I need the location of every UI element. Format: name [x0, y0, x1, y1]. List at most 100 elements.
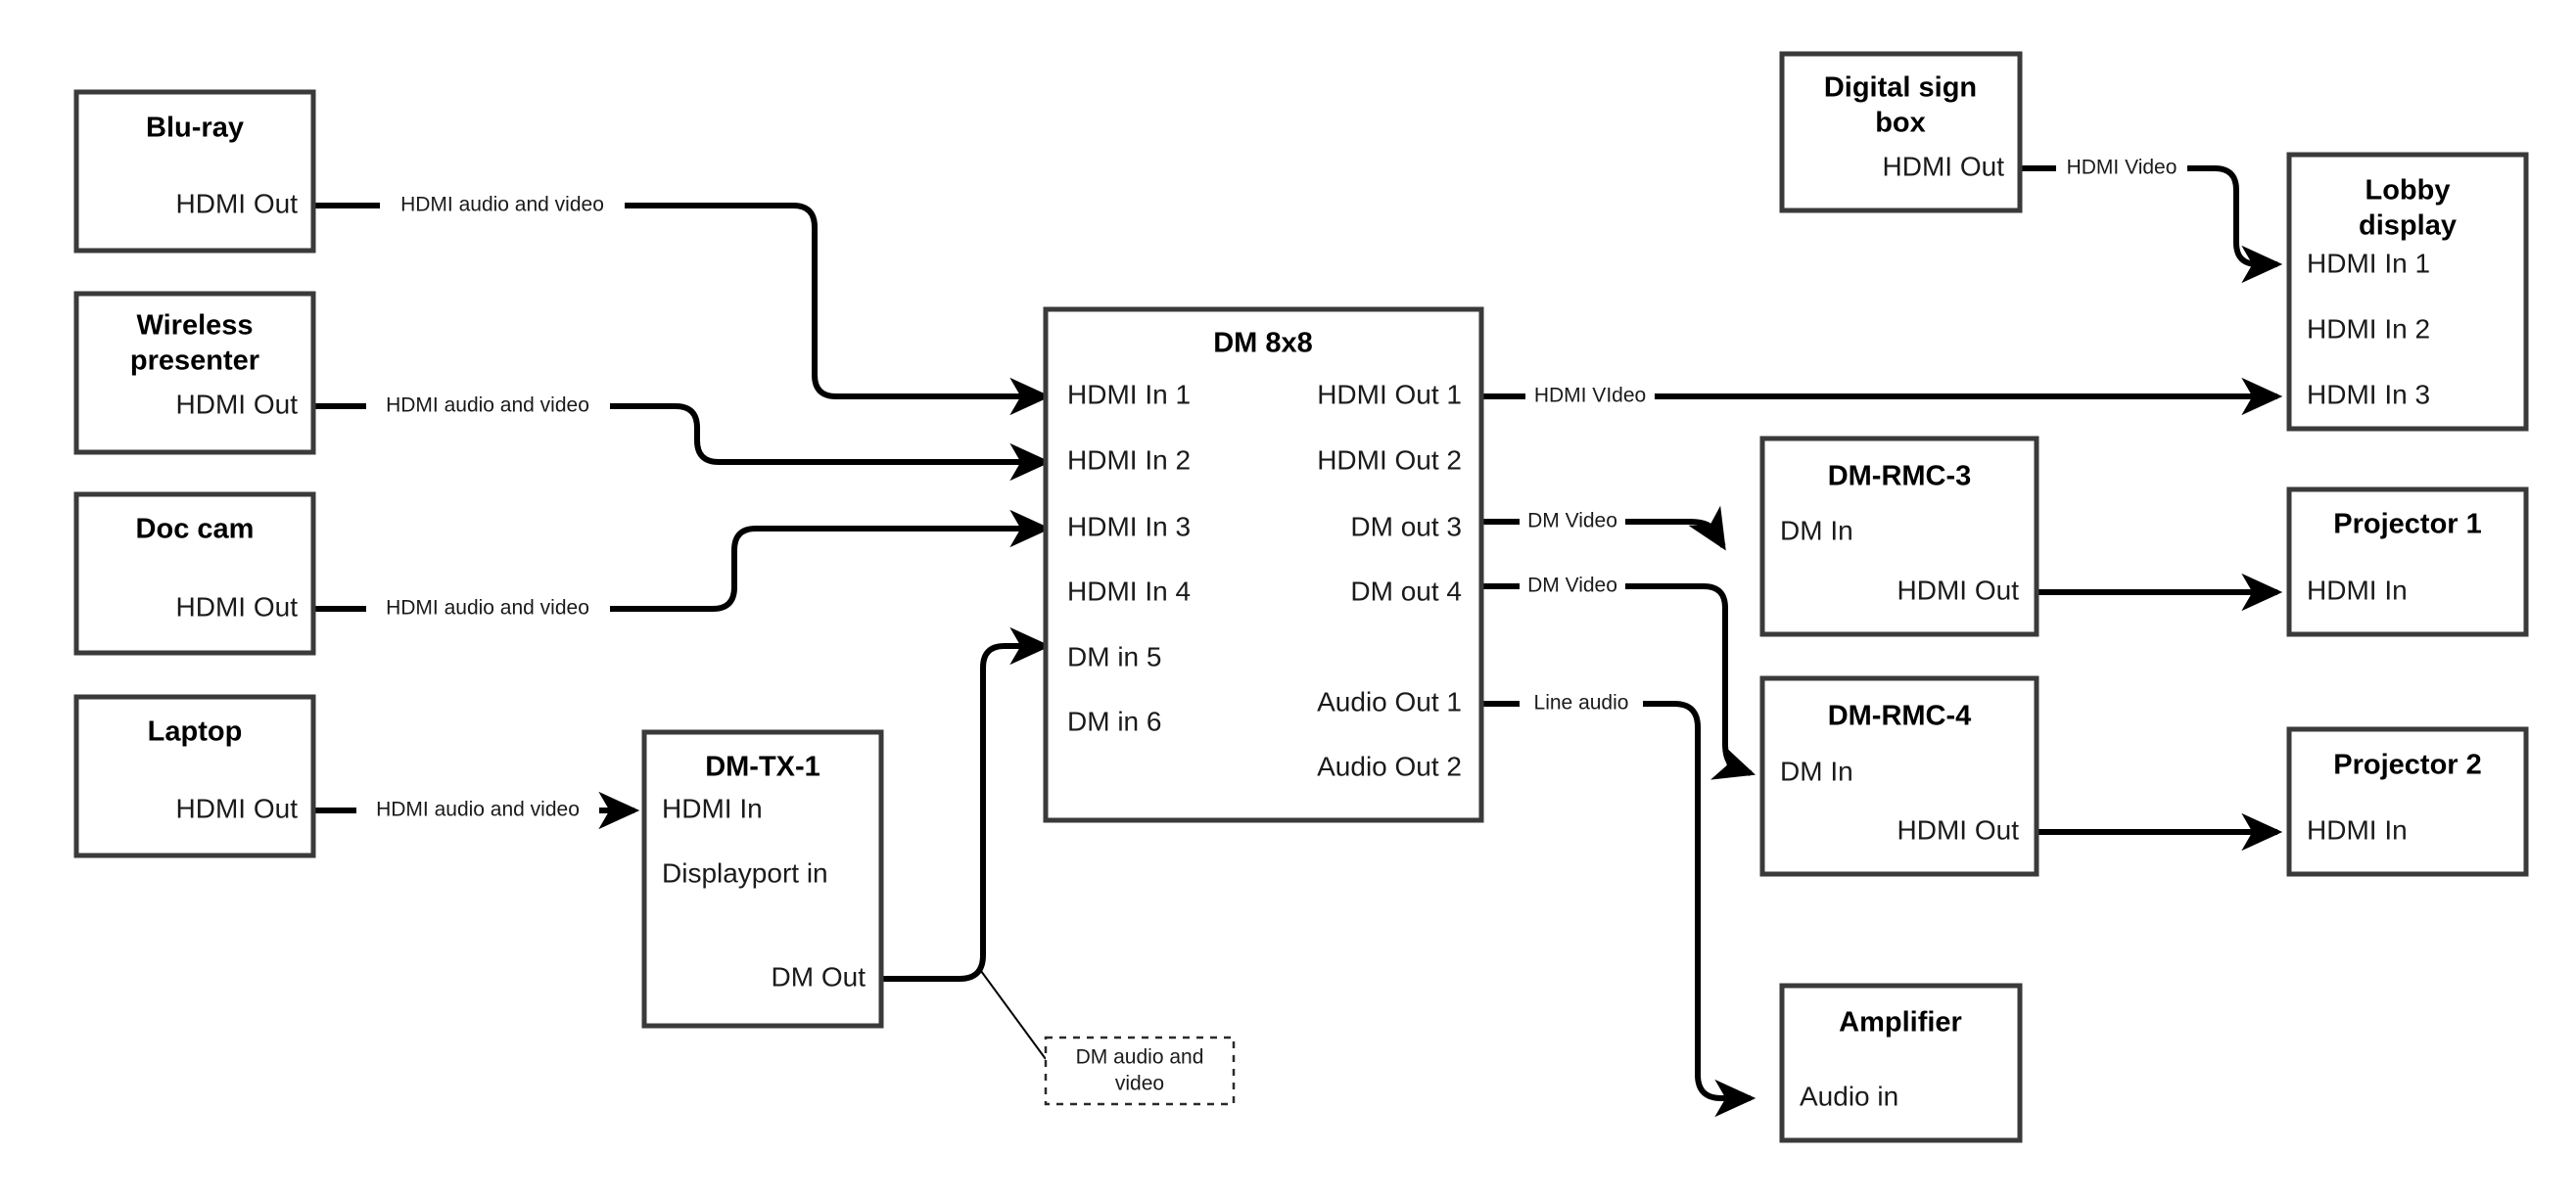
box-laptop[interactable]: Laptop HDMI Out — [73, 694, 316, 858]
connection-bluray-to-dm1: HDMI audio and video — [313, 194, 1052, 416]
box-doc-cam[interactable]: Doc cam HDMI Out — [73, 491, 316, 656]
port-lobby-display-hdmi-in-2: HDMI In 2 — [2307, 313, 2430, 344]
port-dm-8x8-hdmi-out-2: HDMI Out 2 — [1317, 444, 1462, 475]
note-dm-audio-and-video: DM audio and video — [1044, 1036, 1236, 1106]
box-digital-sign-box[interactable]: Digital sign box HDMI Out — [1779, 51, 2023, 213]
box-title-amplifier: Amplifier — [1839, 1007, 1962, 1039]
box-outline — [1779, 51, 2023, 213]
edge-label-doccam: HDMI audio and video — [386, 597, 589, 620]
box-outline — [1759, 436, 2039, 637]
box-blu-ray[interactable]: Blu-ray HDMI Out — [73, 89, 316, 254]
port-dm-tx-1-dm-out: DM Out — [772, 961, 866, 992]
box-outline — [1043, 306, 1484, 823]
port-dm-8x8-dm-out-3: DM out 3 — [1350, 511, 1462, 541]
port-dm-rmc-4-dm-in: DM In — [1780, 756, 1853, 786]
box-title-dm-tx-1: DM-TX-1 — [705, 752, 820, 783]
box-dm-tx-1[interactable]: DM-TX-1 HDMI In Displayport in DM Out — [641, 729, 884, 1029]
note-text-line2: video — [1115, 1073, 1164, 1095]
connection-audioout1-to-amp: Line audio — [1481, 692, 1756, 1118]
port-dm-8x8-dm-in-6: DM in 6 — [1067, 706, 1161, 736]
box-outline — [1779, 983, 2023, 1143]
port-lobby-display-hdmi-in-3: HDMI In 3 — [2307, 379, 2430, 409]
port-dm-tx-1-hdmi-in: HDMI In — [662, 793, 763, 823]
connection-dmout4-to-rmc4: DM Video — [1481, 575, 1756, 780]
edge-label-hdmi-video-sign: HDMI Video — [2067, 157, 2178, 179]
box-projector-2[interactable]: Projector 2 HDMI In — [2286, 726, 2529, 877]
port-dm-8x8-hdmi-in-1: HDMI In 1 — [1067, 379, 1191, 409]
box-title-projector-1: Projector 1 — [2333, 509, 2482, 540]
box-title-lobby-display-line2: display — [2359, 210, 2457, 242]
port-projector-2-hdmi-in: HDMI In — [2307, 814, 2408, 845]
wire-segment — [881, 626, 1052, 982]
box-outline — [73, 89, 316, 254]
box-title-projector-2: Projector 2 — [2333, 750, 2482, 781]
edge-label-bluray: HDMI audio and video — [400, 194, 604, 216]
port-dm-8x8-hdmi-in-3: HDMI In 3 — [1067, 511, 1191, 541]
box-dm-rmc-4[interactable]: DM-RMC-4 DM In HDMI Out — [1759, 675, 2039, 877]
box-outline — [73, 291, 316, 455]
wire-segment — [1643, 701, 1756, 1118]
box-outline — [73, 694, 316, 858]
connection-laptop-to-tx: HDMI audio and video — [313, 791, 640, 830]
wire-segment — [610, 403, 1052, 482]
box-outline — [73, 491, 316, 656]
edge-label-dm-video-3: DM Video — [1527, 510, 1617, 532]
port-dm-tx-1-displayport-in: Displayport in — [662, 857, 828, 888]
box-title-laptop: Laptop — [148, 716, 243, 748]
wire-segment — [1625, 505, 1726, 551]
port-projector-1-hdmi-in: HDMI In — [2307, 575, 2408, 605]
port-amplifier-audio-in: Audio in — [1800, 1081, 1898, 1111]
port-dm-8x8-audio-out-1: Audio Out 1 — [1317, 686, 1462, 716]
box-wireless-presenter[interactable]: Wireless presenter HDMI Out — [73, 291, 316, 455]
box-title-dm-8x8: DM 8x8 — [1213, 328, 1313, 359]
port-dm-rmc-3-hdmi-out: HDMI Out — [1897, 575, 2020, 605]
box-title-wireless-presenter-line2: presenter — [130, 346, 259, 377]
port-dm-8x8-dm-in-5: DM in 5 — [1067, 641, 1161, 671]
box-amplifier[interactable]: Amplifier Audio in — [1779, 983, 2023, 1143]
box-outline — [1759, 675, 2039, 877]
wire-segment — [625, 203, 1052, 416]
port-dm-8x8-dm-out-4: DM out 4 — [1350, 576, 1462, 606]
box-title-wireless-presenter-line1: Wireless — [136, 310, 253, 342]
box-outline — [2286, 486, 2529, 637]
port-digital-sign-box-hdmi-out: HDMI Out — [1883, 151, 2005, 181]
note-leader-line — [980, 970, 1047, 1060]
note-text-line1: DM audio and — [1076, 1046, 1204, 1069]
box-lobby-display[interactable]: Lobby display HDMI In 1 HDMI In 2 HDMI I… — [2286, 152, 2529, 432]
box-title-doc-cam: Doc cam — [136, 514, 255, 545]
box-outline — [641, 729, 884, 1029]
port-dm-rmc-3-dm-in: DM In — [1780, 515, 1853, 545]
wire-segment — [1625, 583, 1756, 780]
wire-segment — [2187, 165, 2283, 284]
box-title-blu-ray: Blu-ray — [146, 113, 244, 144]
port-dm-rmc-4-hdmi-out: HDMI Out — [1897, 814, 2020, 845]
port-dm-8x8-hdmi-out-1: HDMI Out 1 — [1317, 379, 1462, 409]
edge-label-laptop: HDMI audio and video — [376, 799, 580, 821]
edge-label-dm-video-4: DM Video — [1527, 575, 1617, 597]
note-outline — [1044, 1036, 1236, 1106]
box-projector-1[interactable]: Projector 1 HDMI In — [2286, 486, 2529, 637]
box-dm-8x8[interactable]: DM 8x8 HDMI In 1 HDMI In 2 HDMI In 3 HDM… — [1043, 306, 1484, 823]
wire-segment — [610, 509, 1052, 612]
port-dm-8x8-hdmi-in-2: HDMI In 2 — [1067, 444, 1191, 475]
port-dm-8x8-audio-out-2: Audio Out 2 — [1317, 751, 1462, 781]
port-blu-ray-hdmi-out: HDMI Out — [176, 188, 299, 218]
box-outline — [2286, 726, 2529, 877]
box-title-digital-sign-box-line1: Digital sign — [1824, 72, 1977, 104]
connection-dmout3-to-rmc3: DM Video — [1481, 505, 1726, 551]
port-doc-cam-hdmi-out: HDMI Out — [176, 591, 299, 622]
box-title-lobby-display-line1: Lobby — [2365, 175, 2451, 207]
box-dm-rmc-3[interactable]: DM-RMC-3 DM In HDMI Out — [1759, 436, 2039, 637]
connection-doccam-to-dm3: HDMI audio and video — [313, 509, 1052, 620]
port-lobby-display-hdmi-in-1: HDMI In 1 — [2307, 248, 2430, 278]
edge-label-hdmi-video-out1: HDMI VIdeo — [1534, 385, 1646, 407]
box-title-digital-sign-box-line2: box — [1875, 108, 1926, 139]
port-laptop-hdmi-out: HDMI Out — [176, 793, 299, 823]
connection-tx-to-dm5 — [881, 626, 1052, 1060]
port-wireless-presenter-hdmi-out: HDMI Out — [176, 389, 299, 419]
connection-sign-to-lobby1: HDMI Video — [2020, 157, 2283, 284]
box-outline — [2286, 152, 2529, 432]
port-dm-8x8-hdmi-in-4: HDMI In 4 — [1067, 576, 1191, 606]
